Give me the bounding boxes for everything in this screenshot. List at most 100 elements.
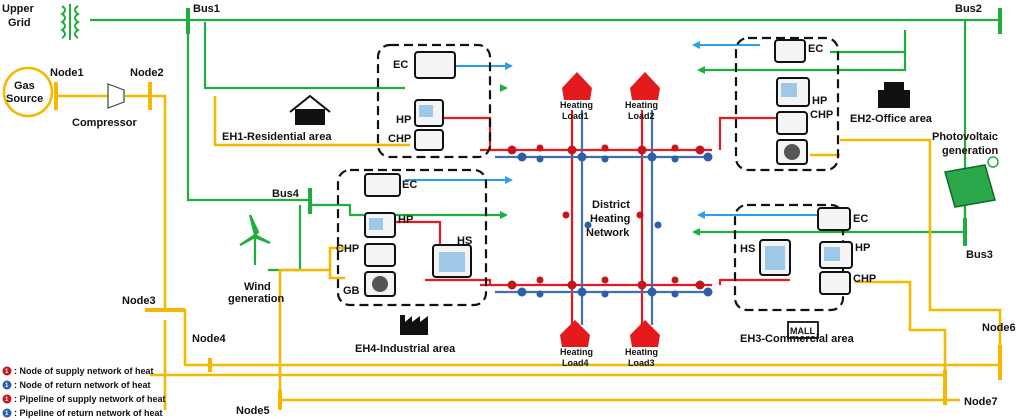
device-fills: [369, 83, 840, 272]
gas-source-icon: [2, 66, 54, 118]
bus3-label: Bus3: [966, 249, 993, 261]
heating-load4-label-1: Heating: [560, 347, 593, 357]
node4-label: Node4: [192, 333, 227, 345]
eh3-ec: [817, 207, 851, 231]
pv-label-2: generation: [942, 145, 999, 157]
electric-network: [90, 18, 1000, 272]
heating-load-houses: [560, 72, 660, 347]
eh4-gb-label: GB: [343, 285, 360, 297]
gas-source-label-2: Source: [6, 93, 43, 105]
eh1-area-label: EH1-Residential area: [222, 131, 332, 143]
gas-source-label-1: Gas: [14, 80, 35, 92]
residential-house-icon: [289, 94, 331, 125]
legend: 1 : Node of supply network of heat 1 : N…: [2, 366, 166, 418]
eh2-chp-label: CHP: [810, 109, 833, 121]
eh4-hs-label: HS: [457, 235, 472, 247]
legend-item-4: : Pipeline of return network of heat: [14, 408, 163, 418]
eh4-area-label: EH4-Industrial area: [355, 343, 456, 355]
legend-item-2: : Node of return network of heat: [14, 380, 151, 390]
heating-load1-label-2: Load1: [562, 111, 589, 121]
eh2-ec: [774, 39, 806, 63]
gas-nodes: [54, 82, 1002, 410]
eh1-ec-label: EC: [393, 59, 408, 71]
eh4-box: [336, 168, 488, 307]
legend-supply-node-icon: [2, 366, 12, 376]
eh3-hp-label: HP: [855, 242, 870, 254]
legend-item-1: : Node of supply network of heat: [14, 366, 154, 376]
legend-supply-pipe-icon: [2, 394, 12, 404]
eh4-hp-label: HP: [398, 214, 413, 226]
node5-label: Node5: [236, 405, 270, 417]
wind-label-1: Wind: [244, 281, 271, 293]
wind-label-2: generation: [228, 293, 285, 305]
heating-load1-label-1: Heating: [560, 100, 593, 110]
heat-return-nodes: [517, 152, 713, 298]
heating-load2-label-1: Heating: [625, 100, 658, 110]
dhn-label-1: District: [592, 199, 630, 211]
eh4-chp-label: CHP: [336, 243, 359, 255]
eh4-ec-label: EC: [402, 179, 417, 191]
eh2-chp: [776, 111, 808, 135]
legend-symbol: 1: [5, 411, 9, 417]
factory-icon: [400, 315, 428, 335]
heating-load3-label-2: Load3: [628, 358, 655, 368]
node1-label: Node1: [50, 67, 84, 79]
node7-label: Node7: [964, 396, 998, 408]
mall-label: MALL: [790, 326, 815, 336]
compressor-label: Compressor: [72, 117, 138, 129]
eh3-hs-label: HS: [740, 243, 755, 255]
eh4-ec: [364, 173, 401, 197]
node3-label: Node3: [122, 295, 156, 307]
eh3-chp: [819, 271, 851, 295]
heating-load1-icon: [562, 72, 592, 100]
legend-symbol: 1: [5, 383, 9, 389]
gb-drums: [372, 144, 800, 292]
node6-label: Node6: [982, 322, 1016, 334]
eh2-area-label: EH2-Office area: [850, 113, 933, 125]
pv-panel-icon: [944, 156, 999, 208]
dhn-label-3: Network: [586, 227, 630, 239]
legend-symbol: 1: [5, 369, 9, 375]
eh2-hp-label: HP: [812, 95, 827, 107]
upper-grid-label-1: Upper: [2, 3, 35, 15]
office-building-icon: [878, 82, 910, 108]
cooling-arrows: [505, 41, 705, 219]
electric-arrows: [500, 66, 705, 236]
heating-load3-label-1: Heating: [625, 347, 658, 357]
eh1-ec: [414, 51, 456, 79]
heating-load2-icon: [630, 72, 660, 100]
heat-supply-nodes: [507, 144, 705, 290]
eh4-chp: [364, 243, 396, 267]
eh3-area-label: EH3-Commercial area: [740, 333, 855, 345]
node2-label: Node2: [130, 67, 164, 79]
heat-supply-network: [380, 110, 790, 325]
eh1-hp-label: HP: [396, 114, 411, 126]
eh1-box: [376, 43, 492, 159]
legend-return-node-icon: [2, 380, 12, 390]
bus4-label: Bus4: [272, 188, 300, 200]
eh3-chp-label: CHP: [853, 273, 876, 285]
upper-grid-label-2: Grid: [8, 17, 31, 29]
mall-icon: [787, 321, 819, 339]
pv-label-1: Photovoltaic: [932, 131, 998, 143]
gas-network: [56, 94, 1002, 410]
heating-load2-label-2: Load2: [628, 111, 655, 121]
heating-load4-icon: [560, 320, 590, 347]
heating-load4-label-2: Load4: [562, 358, 589, 368]
legend-return-pipe-icon: [2, 408, 12, 418]
buses: [186, 8, 1002, 246]
eh1-chp-label: CHP: [388, 133, 411, 145]
cooling-lines: [405, 44, 820, 216]
legend-item-3: : Pipeline of supply network of heat: [14, 394, 166, 404]
wind-turbine-icon: [239, 214, 271, 265]
transformer-icon: [60, 4, 80, 40]
compressor-icon: [107, 83, 125, 109]
heating-load3-icon: [630, 320, 660, 347]
legend-symbol: 1: [5, 397, 9, 403]
eh1-chp: [414, 129, 444, 151]
bus1-label: Bus1: [193, 3, 220, 15]
bus2-label: Bus2: [955, 3, 982, 15]
eh2-ec-label: EC: [808, 43, 823, 55]
